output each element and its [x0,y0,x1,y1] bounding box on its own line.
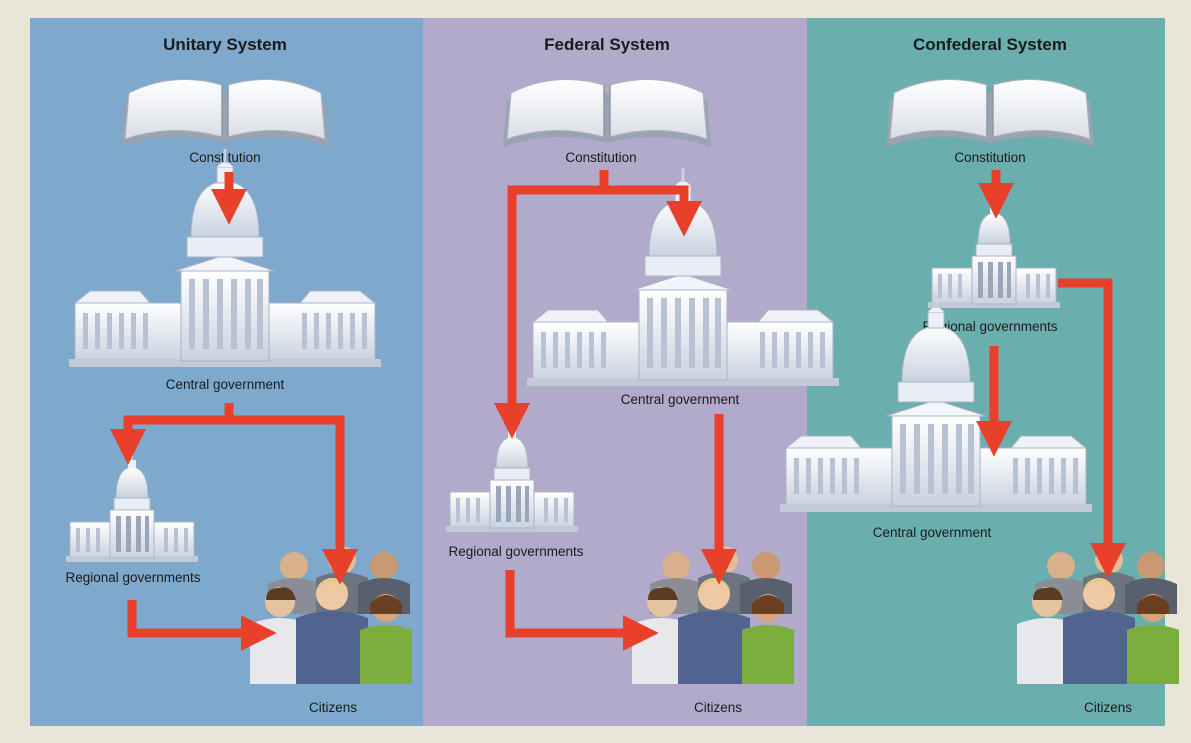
confederal-citizens-label: Citizens [1084,700,1132,715]
confederal-constitution-label: Constitution [954,150,1025,165]
federal-citizens-label: Citizens [694,700,742,715]
federal-central-label: Central government [621,392,740,407]
federal-arrows [494,170,737,651]
federal-regional-label: Regional governments [448,544,583,559]
federal-title: Federal System [544,35,670,54]
unitary-arrows [110,172,358,651]
confederal-central-label: Central government [873,525,992,540]
unitary-regional-label: Regional governments [65,570,200,585]
unitary-title: Unitary System [163,35,287,54]
federal-constitution-label: Constitution [565,150,636,165]
confederal-title: Confederal System [913,35,1067,54]
confederal-arrows [976,170,1126,579]
unitary-central-label: Central government [166,377,285,392]
confederal-regional-label: Regional governments [922,319,1057,334]
unitary-citizens-label: Citizens [309,700,357,715]
